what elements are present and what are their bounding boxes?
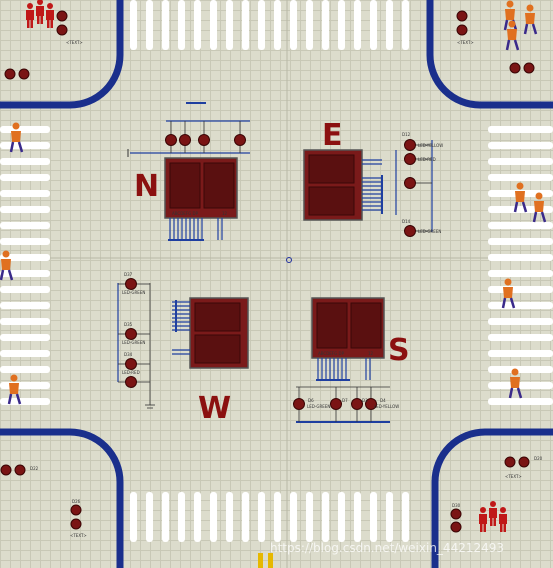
led-corner-bottom-left: [0, 464, 82, 530]
direction-label-south: S: [388, 333, 410, 368]
display-south-label: ABCDEFG DP: [318, 351, 345, 356]
direction-label-north: N: [134, 169, 159, 204]
display-north-label: ABCDEFG DP: [172, 211, 199, 216]
pedestrian-icon: [9, 122, 24, 153]
pedestrian-stop-icon: [499, 507, 507, 532]
pedestrian-icon: [513, 182, 528, 213]
led-e2: [404, 153, 416, 165]
display-north-pins: 12: [222, 211, 228, 216]
display-south-pins: 12: [368, 351, 374, 356]
text-placeholder-tl: <TEXT>: [66, 40, 83, 45]
direction-label-west: W: [198, 391, 231, 426]
led-corner-top-right: [456, 10, 535, 74]
led-d14-type: LED-GREEN: [418, 229, 441, 234]
led-d6-label: D6: [308, 398, 314, 403]
led-d14: [404, 225, 416, 237]
led-w4: [125, 376, 137, 388]
led-d12-label: D12: [402, 132, 411, 137]
pedestrian-icon: [532, 192, 547, 223]
crosswalk-east: [488, 126, 553, 405]
led-corner-bottom-right: [450, 456, 530, 533]
led-d37-type: LED-GREEN: [122, 290, 145, 295]
seven-segment-display-south: ABCDEFG DP 12: [311, 297, 385, 381]
led-d37: [125, 278, 137, 290]
led-n3: [198, 134, 210, 146]
pedestrian-stop-icon: [489, 501, 497, 526]
led-group-south: D6 D7 D3 D4 LED-GREEN LED-YELLOW: [293, 386, 399, 423]
led-d34: [125, 358, 137, 370]
pedestrian-stop-icon: [36, 0, 44, 24]
led-group-west: D37 D35 D34 LED-GREEN LED-GREEN LED-RED: [117, 272, 155, 409]
crosswalk-north: [130, 0, 409, 50]
curb-top-left: [0, 0, 124, 109]
direction-label-east: E: [322, 118, 343, 153]
led-d22-label: D22: [30, 466, 39, 471]
led-n2: [179, 134, 191, 146]
led-d14-label: D14: [402, 219, 411, 224]
led-d4-label: D4: [380, 398, 386, 403]
pedestrian-icon: [501, 278, 516, 309]
pedestrian-icon: [7, 374, 22, 405]
seven-segment-display-west: [172, 297, 249, 369]
led-d37-label: D37: [124, 272, 133, 277]
seven-segment-display-north: ABCDEFG DP 12: [164, 157, 238, 241]
crosswalk-west: [0, 126, 50, 405]
led-n4: [234, 134, 246, 146]
led-d6-type: LED-GREEN: [307, 404, 330, 409]
led-corner-top-left: [4, 10, 68, 80]
led-d34-type: LED-RED: [122, 370, 140, 375]
led-d34-label: D34: [124, 352, 133, 357]
led-n1: [165, 134, 177, 146]
pedestrian-group-stopped: [26, 0, 507, 532]
text-placeholder-br: <TEXT>: [505, 474, 522, 479]
curb-top-right: [426, 0, 553, 109]
crosswalk-south: [130, 492, 409, 542]
led-e2-type: LED-RED: [418, 157, 436, 162]
text-placeholder-tr: <TEXT>: [457, 40, 474, 45]
led-d7: [330, 398, 342, 410]
watermark-text: https://blog.csdn.net/weixin_44212493: [270, 541, 504, 555]
led-d20-label: D20: [534, 456, 543, 461]
led-d4: [365, 398, 377, 410]
origin-marker: [286, 257, 292, 263]
led-d3-label: D3: [362, 398, 368, 403]
led-d12: [404, 139, 416, 151]
led-d6: [293, 398, 305, 410]
led-d26-label: D26: [72, 499, 81, 504]
pedestrian-icons: [0, 0, 547, 405]
led-group-east: D12 D14 LED-YELLOW LED-RED LED-GREEN: [395, 132, 443, 237]
pedestrian-stop-icon: [46, 3, 54, 28]
pedestrian-stop-icon: [479, 507, 487, 532]
led-d7-label: D7: [342, 398, 348, 403]
seven-segment-display-east: [303, 149, 383, 221]
led-group-north: [127, 102, 250, 157]
led-d3: [351, 398, 363, 410]
curb-bottom-right: [431, 428, 553, 568]
curb-bottom-left: [0, 428, 124, 568]
led-d35: [125, 328, 137, 340]
pedestrian-icon: [505, 20, 520, 51]
led-d4-type: LED-YELLOW: [374, 404, 399, 409]
led-d12-type: LED-YELLOW: [418, 143, 443, 148]
pedestrian-icon: [523, 4, 538, 35]
led-e3: [404, 177, 416, 189]
yellow-markers: [258, 553, 273, 568]
pedestrian-icon: [508, 368, 523, 399]
pedestrian-stop-icon: [26, 3, 34, 28]
pedestrian-icon: [0, 250, 14, 281]
text-placeholder-bl: <TEXT>: [70, 533, 87, 538]
led-d35-type: LED-GREEN: [122, 340, 145, 345]
led-d30-label: D30: [452, 503, 461, 508]
led-d35-label: D35: [124, 322, 133, 327]
